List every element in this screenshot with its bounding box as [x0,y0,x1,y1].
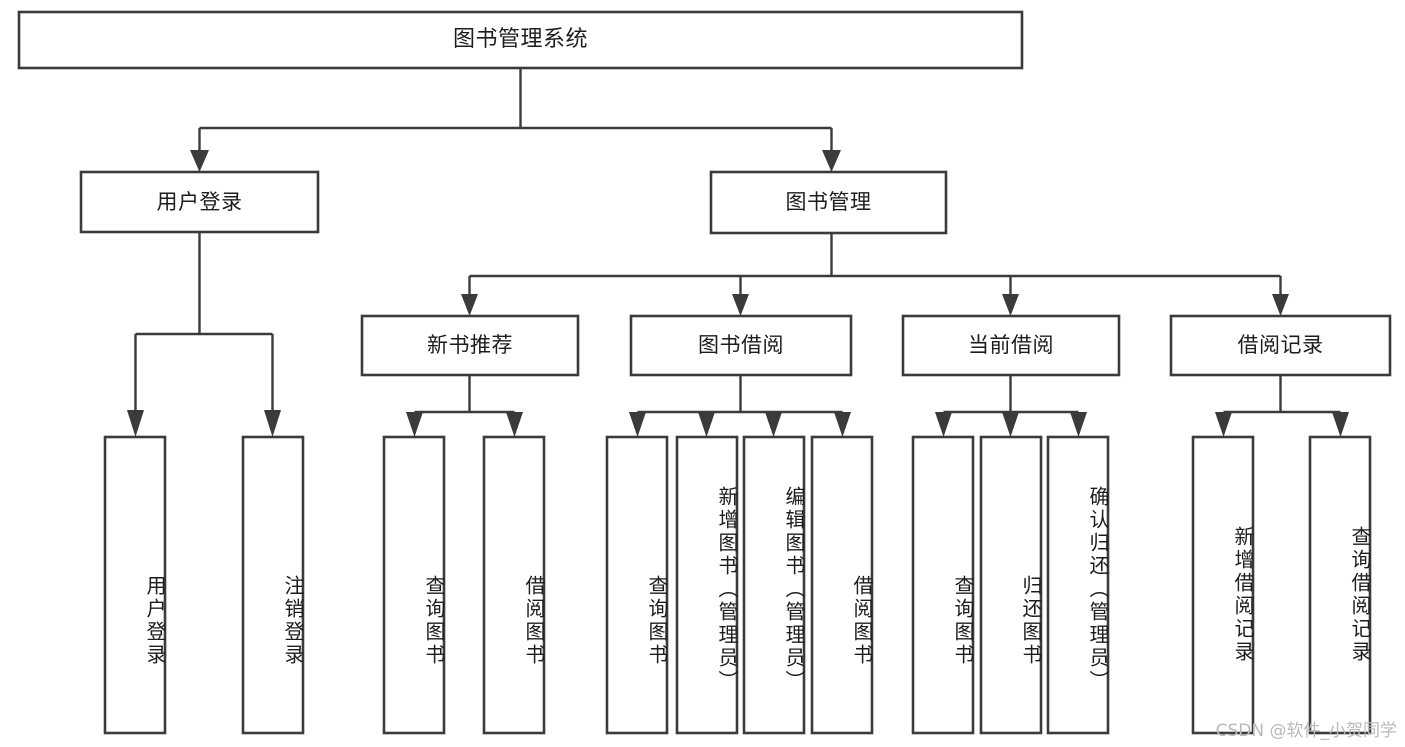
node-box-add-borrow-record[interactable] [1191,435,1255,735]
arrow-user-login-leaf [127,410,144,437]
arrow-borrow-book-1 [506,412,523,437]
connector-book-management-to-level3 [461,233,1289,316]
node-box-new-book-recommend[interactable] [360,314,580,377]
node-box-query-borrow-record[interactable] [1308,435,1372,735]
arrow-query-book-2 [629,412,646,437]
arrow-add-book [698,412,715,437]
node-box-current-borrow[interactable] [901,314,1121,377]
connector-new-book-to-leaves [406,375,523,437]
node-box-borrow-record[interactable] [1169,314,1392,377]
arrow-return-book [1002,412,1019,437]
node-box-book-borrow[interactable] [629,314,853,377]
node-box-query-book-1[interactable] [382,435,446,735]
arrow-confirm-return [1070,412,1087,437]
node-box-query-book-3[interactable] [911,435,975,735]
node-box-user-login-leaf[interactable] [103,435,167,735]
node-box-query-book-2[interactable] [605,435,669,735]
arrow-query-book-1 [406,412,423,437]
arrow-user-login [190,150,209,172]
connector-root-to-level2 [190,68,841,172]
connector-current-borrow-to-leaves [935,375,1087,437]
arrow-user-logout-leaf [264,410,281,437]
arrow-query-borrow-record [1332,412,1349,437]
connector-book-borrow-to-leaves [629,375,851,437]
arrow-edit-book [765,412,782,437]
node-box-return-book[interactable] [979,435,1043,735]
node-box-user-logout-leaf[interactable] [241,435,305,735]
node-box-edit-book[interactable] [742,435,806,735]
node-box-borrow-book-2[interactable] [810,435,874,735]
arrow-query-book-3 [935,412,952,437]
node-box-borrow-book-1[interactable] [482,435,546,735]
arrow-borrow-book-2 [834,412,851,437]
node-box-confirm-return[interactable] [1046,435,1110,735]
arrow-book-management [822,150,841,172]
node-box-add-book[interactable] [675,435,739,735]
arrow-borrow-record [1272,294,1289,316]
arrow-add-borrow-record [1215,412,1232,437]
node-box-book-management[interactable] [709,170,948,235]
node-box-root[interactable] [17,10,1024,70]
node-box-user-login[interactable] [79,170,320,234]
arrow-new-book-recommend [461,294,478,316]
arrow-current-borrow [1002,294,1019,316]
arrow-book-borrow [732,294,749,316]
connector-borrow-record-to-leaves [1215,375,1349,437]
connector-user-login-to-leaves [127,232,281,437]
